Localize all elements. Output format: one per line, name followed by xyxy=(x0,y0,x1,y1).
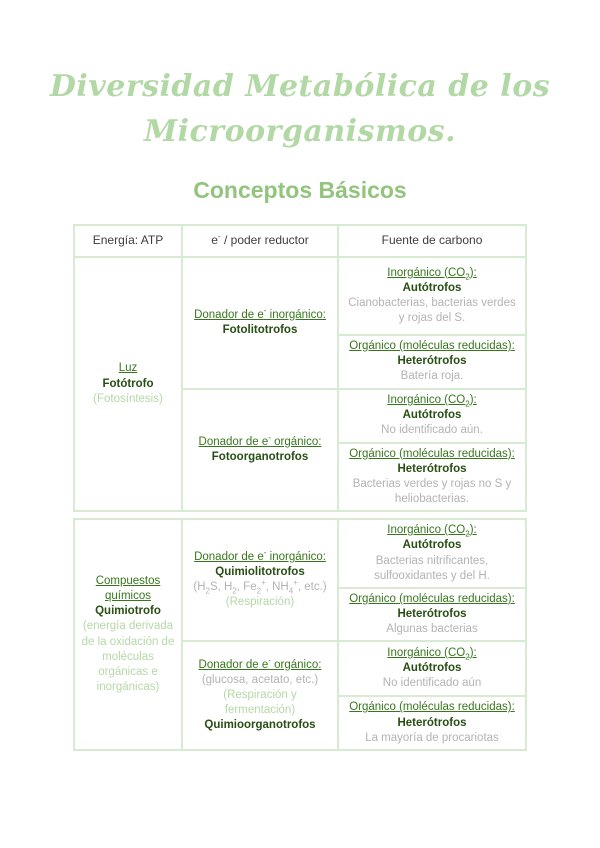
energy-note: (energía derivada de la oxidación de mol… xyxy=(81,620,175,694)
trophic-group-name: Fotoorganotrofos xyxy=(211,450,309,463)
carbon-cell: Inorgánico (CO2): Autótrofos No identifi… xyxy=(337,640,527,698)
table-header-row: Energía: ATP e- / poder reductor Fuente … xyxy=(73,224,527,258)
trophic-class-label: Autótrofos xyxy=(402,408,462,421)
header-electron-donor: e- / poder reductor xyxy=(181,224,339,258)
energy-source-label: Compuestos químicos xyxy=(95,574,161,603)
carbon-cell: Orgánico (moléculas reducidas): Heterótr… xyxy=(337,334,527,390)
energy-source-label: Luz xyxy=(118,362,138,375)
trophic-class-label: Heterótrofos xyxy=(397,462,467,475)
carbon-source-label: Inorgánico (CO2): xyxy=(387,393,477,409)
table-row: Luz Fotótrofo (Fotosíntesis) Donador de … xyxy=(73,255,527,513)
organisms-text: Bacterias verdes y rojas no S y heliobac… xyxy=(352,477,512,506)
organisms-text: Bacterias nitrificantes, sulfooxidantes … xyxy=(374,554,490,582)
metabolism-table-phototrophs: Energía: ATP e- / poder reductor Fuente … xyxy=(73,224,527,513)
donor-cell-fotoorganotrofos: Donador de e- orgánico: Fotoorganotrofos xyxy=(181,387,339,513)
energy-cell-fototrofo: Luz Fotótrofo (Fotosíntesis) xyxy=(73,255,183,513)
trophic-group-name: Fotolitotrofos xyxy=(222,323,298,336)
trophic-class-label: Heterótrofos xyxy=(397,608,467,621)
title-line-1: Diversidad Metabólica de los xyxy=(49,69,551,104)
organisms-text: Batería roja. xyxy=(400,370,464,383)
trophic-class-label: Autótrofos xyxy=(402,539,462,552)
carbon-source-label: Orgánico (moléculas reducidas): xyxy=(349,447,515,460)
organisms-text: Algunas bacterias xyxy=(386,623,478,636)
table-row: Orgánico (moléculas reducidas): Heterótr… xyxy=(74,695,527,751)
chemical-examples: (H2S, H2, Fe2+, NH4+, etc.) xyxy=(193,578,327,596)
title-line-2: Microorganismos. xyxy=(143,114,457,149)
carbon-cell: Orgánico (moléculas reducidas): Heterótr… xyxy=(337,695,527,751)
organisms-text: No identificado aún xyxy=(382,677,482,690)
metabolism-note: (Respiración y fermentación) xyxy=(223,689,297,717)
table-row: Compuestos químicos Quimiotrofo (energía… xyxy=(73,518,527,751)
trophic-class-label: Heterótrofos xyxy=(397,716,467,729)
donor-type-label: Donador de e- orgánico: xyxy=(198,432,322,448)
table-row: Orgánico (moléculas reducidas): Heterótr… xyxy=(74,334,527,390)
carbon-source-label: Inorgánico (CO2): xyxy=(387,524,477,539)
table-row: Donador de e- orgánico: (glucosa, acetat… xyxy=(74,640,527,751)
table-row: Orgánico (moléculas reducidas): Heterótr… xyxy=(74,441,527,513)
header-energy: Energía: ATP xyxy=(73,224,183,258)
carbon-source-label: Inorgánico (CO2): xyxy=(387,647,477,662)
metabolism-table-chemotrophs: Compuestos químicos Quimiotrofo (energía… xyxy=(73,518,527,751)
carbon-cell: Inorgánico (CO2): Autótrofos Cianobacter… xyxy=(337,256,527,336)
donor-cell-fotolitotrofos: Donador de e- inorgánico: Fotolitotrofos xyxy=(181,256,339,390)
trophic-class-label: Autótrofos xyxy=(402,662,462,675)
table-row: Donador de e- orgánico: Fotoorganotrofos… xyxy=(74,387,527,513)
metabolism-note: (Respiración) xyxy=(225,596,295,609)
energy-class-label: Quimiotrofo xyxy=(95,605,161,618)
trophic-group-name: Quimioorganotrofos xyxy=(204,719,316,732)
energy-class-label: Fotótrofo xyxy=(102,377,154,390)
table-row: Orgánico (moléculas reducidas): Heterótr… xyxy=(74,586,527,643)
carbon-cell: Inorgánico (CO2): Autótrofos No identifi… xyxy=(337,387,527,444)
trophic-class-label: Autótrofos xyxy=(402,281,462,294)
donor-type-label: Donador de e- orgánico: xyxy=(198,655,322,671)
organisms-text: Cianobacterias, bacterias verdes y rojas… xyxy=(348,297,516,325)
section-heading: Conceptos Básicos xyxy=(193,177,407,203)
carbon-source-label: Orgánico (moléculas reducidas): xyxy=(349,701,515,714)
carbon-cell: Inorgánico (CO2): Autótrofos Bacterias n… xyxy=(337,518,527,589)
carbon-cell: Orgánico (moléculas reducidas): Heterótr… xyxy=(337,441,527,513)
carbon-source-label: Orgánico (moléculas reducidas): xyxy=(349,340,515,352)
organisms-text: La mayoría de procariotas xyxy=(365,731,499,744)
carbon-cell: Orgánico (moléculas reducidas): Heterótr… xyxy=(337,586,527,643)
carbon-source-label: Orgánico (moléculas reducidas): xyxy=(349,592,515,605)
donor-cell-quimiolitotrofos: Donador de e- inorgánico: Quimiolitotrof… xyxy=(181,518,339,643)
organisms-text: No identificado aún. xyxy=(381,424,483,437)
energy-note: (Fotosíntesis) xyxy=(93,392,163,405)
document-title: Diversidad Metabólica de los Microorgani… xyxy=(0,0,600,154)
trophic-group-name: Quimiolitotrofos xyxy=(215,566,305,579)
donor-cell-quimioorganotrofos: Donador de e- orgánico: (glucosa, acetat… xyxy=(181,640,339,751)
trophic-class-label: Heterótrofos xyxy=(397,355,467,368)
chemical-examples: (glucosa, acetato, etc.) xyxy=(201,673,319,686)
energy-cell-quimiotrofo: Compuestos químicos Quimiotrofo (energía… xyxy=(73,518,183,751)
header-carbon-source: Fuente de carbono xyxy=(337,224,527,258)
carbon-source-label: Inorgánico (CO2): xyxy=(387,266,477,281)
donor-type-label: Donador de e- inorgánico: xyxy=(194,548,326,563)
donor-type-label: Donador de e- inorgánico: xyxy=(194,305,326,321)
